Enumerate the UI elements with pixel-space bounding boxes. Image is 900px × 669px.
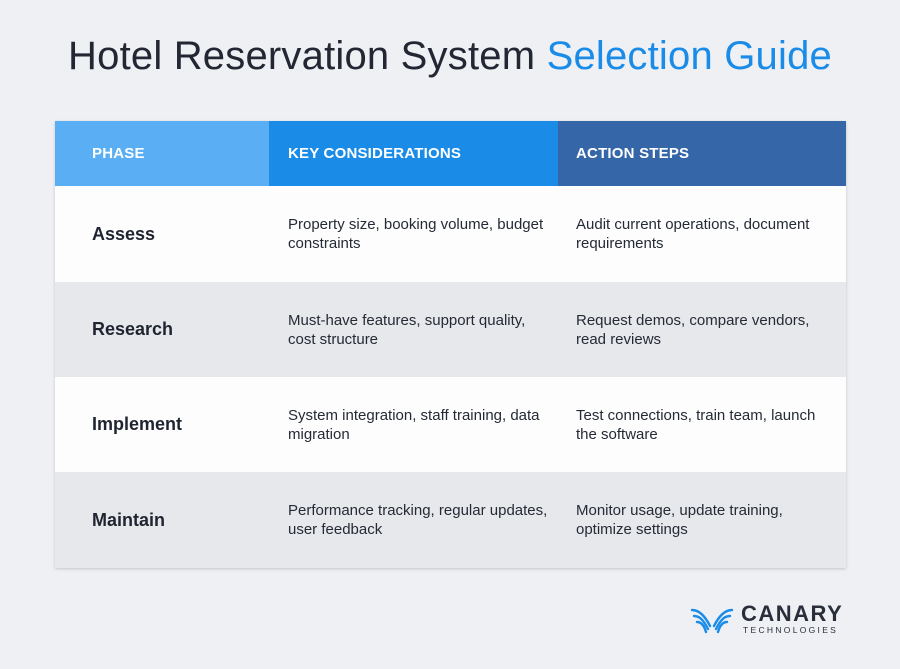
table-row: Implement System integration, staff trai… bbox=[55, 377, 846, 472]
actions-cell: Audit current operations, document requi… bbox=[576, 216, 810, 252]
logo-subtitle: TECHNOLOGIES bbox=[743, 625, 839, 635]
phase-cell: Assess bbox=[92, 223, 156, 244]
table-row: Maintain Performance tracking, regular u… bbox=[55, 472, 846, 568]
canary-logo: CANARY TECHNOLOGIES bbox=[690, 603, 843, 635]
page-title: Hotel Reservation System Selection Guide bbox=[0, 34, 900, 79]
actions-cell: Monitor usage, update training, optimize… bbox=[576, 502, 783, 538]
title-accent: Selection Guide bbox=[546, 34, 832, 78]
header-key-considerations: KEY CONSIDERATIONS bbox=[269, 121, 558, 186]
selection-guide-table: PHASE KEY CONSIDERATIONS ACTION STEPS As… bbox=[55, 121, 846, 568]
phase-cell: Implement bbox=[92, 414, 183, 434]
considerations-cell: Property size, booking volume, budget co… bbox=[288, 216, 544, 252]
table-row: Research Must-have features, support qua… bbox=[55, 282, 846, 377]
considerations-cell: Must-have features, support quality, cos… bbox=[288, 311, 526, 348]
actions-cell: Request demos, compare vendors, read rev… bbox=[576, 311, 810, 348]
table-row: Assess Property size, booking volume, bu… bbox=[55, 186, 846, 282]
logo-brand: CANARY bbox=[741, 601, 844, 626]
considerations-cell: Performance tracking, regular updates, u… bbox=[288, 502, 548, 538]
phase-cell: Research bbox=[92, 319, 174, 339]
phase-cell: Maintain bbox=[92, 509, 166, 530]
actions-cell: Test connections, train team, launch the… bbox=[576, 406, 816, 443]
header-action-steps: ACTION STEPS bbox=[558, 121, 846, 186]
title-main: Hotel Reservation System bbox=[68, 34, 536, 78]
considerations-cell: System integration, staff training, data… bbox=[288, 406, 540, 443]
header-phase: PHASE bbox=[55, 121, 269, 186]
table-header-row: PHASE KEY CONSIDERATIONS ACTION STEPS bbox=[55, 121, 846, 186]
canary-wing-icon bbox=[690, 608, 734, 634]
